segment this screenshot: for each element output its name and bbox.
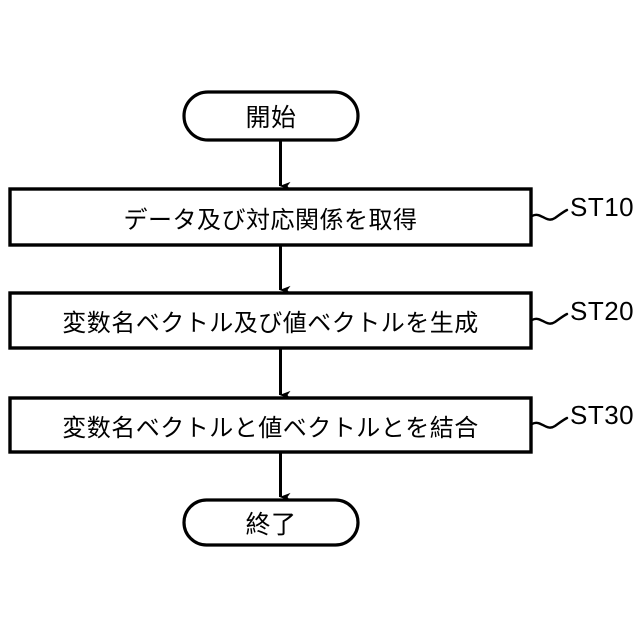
node-end-shape — [182, 498, 360, 547]
node-st20-shape — [8, 291, 533, 350]
node-st10-shape — [8, 187, 533, 247]
node-st30-shape — [8, 396, 533, 454]
leader-line-st10 — [530, 208, 569, 221]
node-start-shape — [182, 90, 360, 142]
leader-line-st30 — [530, 416, 569, 429]
leader-line-st20 — [530, 312, 569, 325]
